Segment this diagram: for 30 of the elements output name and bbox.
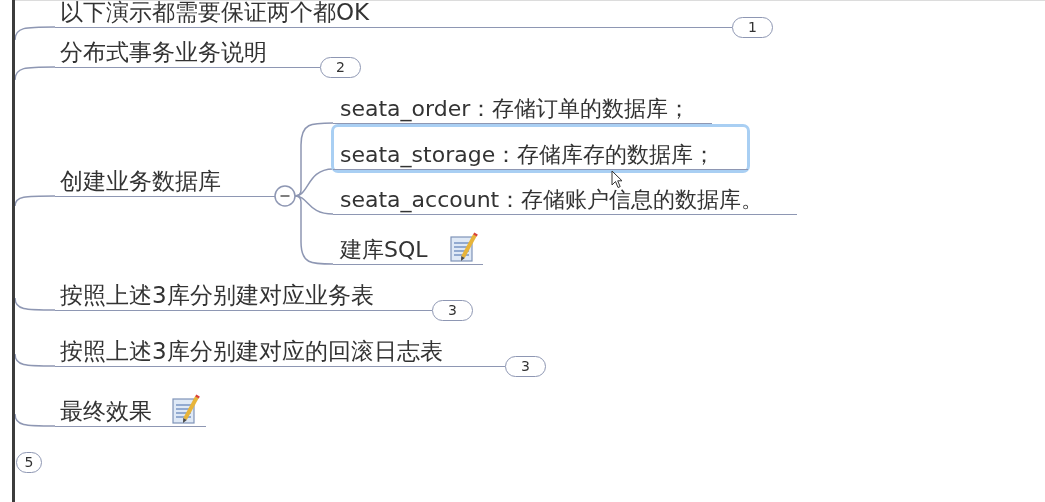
topic-underline: [55, 39, 320, 68]
number-badge: 3: [505, 356, 546, 377]
branch-line: [14, 26, 56, 41]
branch-line: [14, 66, 56, 81]
number-badge: 5: [16, 452, 42, 473]
topic-underline: [55, 0, 732, 28]
topic-text: 最终效果: [60, 399, 152, 424]
branch-line: [14, 297, 56, 311]
branch-line: [14, 195, 56, 207]
topic-text: 按照上述3库分别建对应业务表: [60, 283, 374, 308]
number-badge: 1: [732, 17, 773, 38]
topic-text: 按照上述3库分别建对应的回滚日志表: [60, 339, 443, 364]
topic-underline: [333, 141, 748, 170]
topic-text: seata_order：存储订单的数据库；: [340, 97, 691, 121]
topic-text: 创建业务数据库: [60, 169, 221, 194]
topic-underline: [55, 282, 432, 311]
topic-text: 分布式事务业务说明: [60, 40, 267, 65]
topic-underline: [333, 95, 712, 124]
branch-line: [294, 195, 334, 265]
topic-text: seata_storage：存储库存的数据库；: [340, 143, 716, 167]
topic-text: 建库SQL: [340, 238, 428, 262]
topic-underline: [333, 186, 797, 215]
number-badge: 3: [432, 300, 473, 321]
topic-text: seata_account：存储账户信息的数据库。: [340, 188, 764, 212]
number-badge: 2: [320, 57, 361, 78]
branch-line: [14, 353, 56, 367]
branch-line: [294, 168, 334, 197]
branch-line: [14, 413, 56, 427]
topic-underline: [55, 338, 505, 367]
topic-text: 以下演示都需要保证两个都OK: [60, 0, 370, 25]
